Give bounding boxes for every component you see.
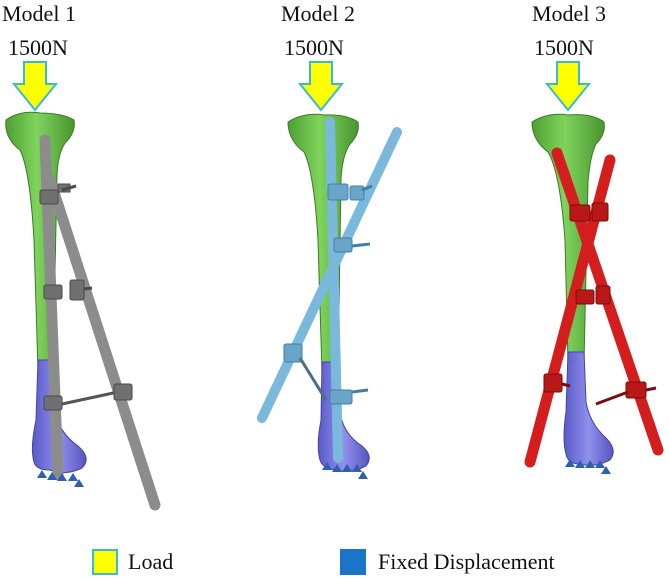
model-2-load-arrow bbox=[297, 61, 345, 112]
legend-load-swatch bbox=[92, 549, 118, 575]
model-2-rod-diagonal bbox=[257, 127, 402, 423]
model-1-load-label: 1500N bbox=[8, 35, 68, 60]
model-1-load-arrow bbox=[11, 61, 59, 112]
model-1 bbox=[5, 61, 161, 511]
model-3-clamp-1 bbox=[569, 202, 609, 222]
model-3 bbox=[524, 61, 664, 474]
model-3-fixed-markers bbox=[565, 459, 611, 474]
model-2-fixed-markers bbox=[322, 462, 368, 479]
model-1-fixed-markers bbox=[37, 470, 84, 487]
model-1-clamp-1 bbox=[39, 183, 77, 205]
model-2-clamp-2 bbox=[333, 237, 371, 253]
model-3-bone-upper bbox=[531, 113, 605, 363]
model-2-bone-lower bbox=[317, 361, 370, 472]
model-3-clamp-3 bbox=[543, 373, 657, 406]
model-3-title: Model 3 bbox=[532, 1, 606, 26]
model-2-clamp-3 bbox=[283, 343, 369, 405]
model-1-bone-lower bbox=[31, 359, 87, 474]
model-1-rod-diagonal bbox=[44, 174, 161, 511]
model-2 bbox=[257, 61, 402, 479]
model-3-load-label: 1500N bbox=[534, 35, 594, 60]
model-2-load-label: 1500N bbox=[284, 35, 344, 60]
model-3-clamp-2 bbox=[575, 285, 611, 305]
model-2-title: Model 2 bbox=[281, 1, 355, 26]
model-3-bone-lower bbox=[563, 351, 614, 466]
model-1-bone-upper bbox=[5, 111, 75, 371]
model-2-bone-upper bbox=[287, 113, 359, 373]
legend-load-label: Load bbox=[128, 549, 174, 574]
legend-fixed-swatch bbox=[340, 549, 366, 575]
model-1-title: Model 1 bbox=[2, 1, 76, 26]
model-1-clamp-2 bbox=[43, 279, 93, 301]
model-2-clamp-1 bbox=[327, 183, 373, 201]
legend-fixed-label: Fixed Displacement bbox=[378, 549, 555, 574]
model-3-load-arrow bbox=[544, 61, 592, 112]
model-1-clamp-3 bbox=[43, 383, 133, 411]
